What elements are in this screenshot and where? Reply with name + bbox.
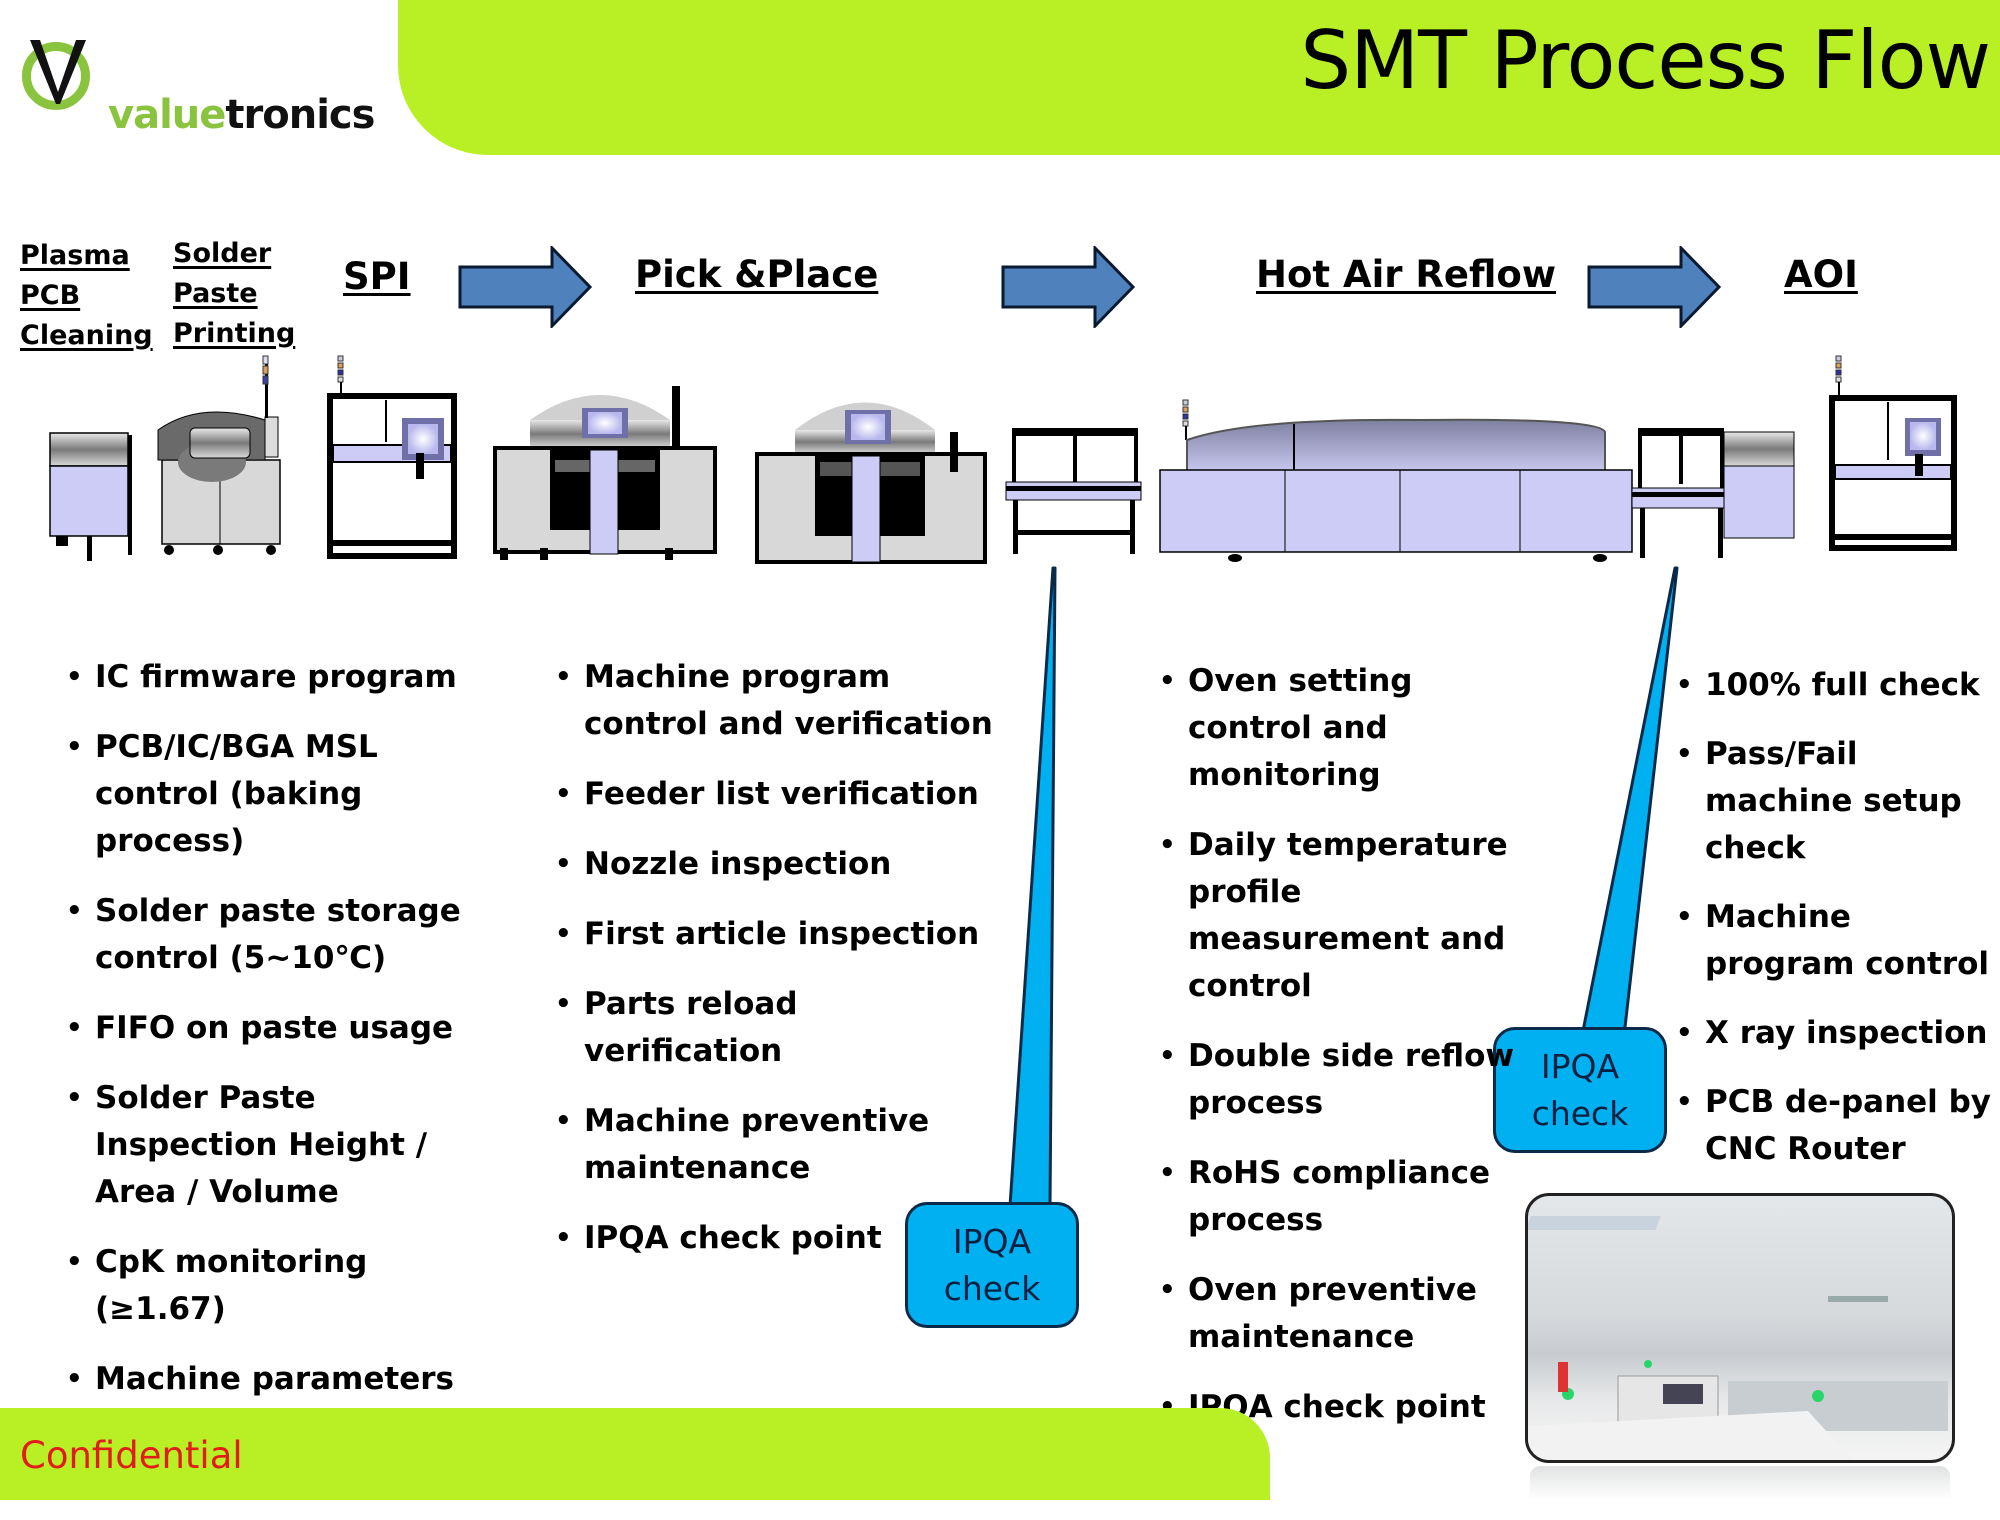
aoi-machine	[1829, 355, 1957, 551]
list-item: Machine preventive maintenance	[555, 1098, 995, 1192]
stage-line: Plasma	[20, 240, 130, 271]
logo-v-icon	[30, 40, 86, 104]
list-item: First article inspection	[555, 911, 995, 958]
list-item: Machine program control	[1676, 894, 1996, 988]
list-item: Daily temperature profile measurement an…	[1159, 822, 1539, 1010]
bullet-list-aoi: 100% full check Pass/Fail machine setup …	[1676, 662, 1996, 1195]
callout-line: check	[1531, 1094, 1629, 1133]
pick-and-place-machine-2	[755, 402, 987, 564]
pick-and-place-machine-1	[493, 386, 717, 560]
stage-line: Solder	[173, 238, 272, 269]
logo-text-value: value	[108, 92, 226, 138]
logo-text-tronics: tronics	[225, 92, 375, 138]
company-logo: valuetronics	[108, 92, 375, 138]
stage-line: Cleaning	[20, 320, 153, 351]
photo-reflection	[1530, 1466, 1950, 1500]
list-item: Solder Paste Inspection Height / Area / …	[66, 1075, 506, 1216]
factory-photo-icon	[1528, 1216, 1948, 1460]
header-band	[398, 0, 2000, 155]
list-item: Nozzle inspection	[555, 841, 995, 888]
confidential-label: Confidential	[20, 1434, 243, 1477]
solder-paste-printer-machine	[157, 355, 281, 555]
callout-pointer-2	[1580, 566, 1679, 1038]
spi-machine	[327, 355, 457, 559]
list-item: Pass/Fail machine setup check	[1676, 731, 1996, 872]
plasma-cleaner-machine	[49, 432, 132, 561]
right-arrow-icon	[1587, 246, 1722, 328]
right-arrow-icon	[458, 246, 593, 328]
stage-aoi: AOI	[1784, 253, 1858, 296]
bullet-list-pick-and-place: Machine program control and verification…	[555, 654, 995, 1285]
smt-line-illustration	[49, 355, 1957, 564]
stage-line: Paste	[173, 278, 258, 309]
list-item: IPQA check point	[555, 1215, 995, 1262]
footer-band	[0, 1408, 1270, 1500]
list-item: RoHS compliance process	[1159, 1150, 1539, 1244]
page-title: SMT Process Flow	[1300, 14, 1991, 107]
stage-solder-paste-printing: Solder Paste Printing	[173, 234, 295, 354]
stage-spi: SPI	[343, 255, 411, 298]
factory-floor-photo	[1525, 1193, 1955, 1463]
list-item: Feeder list verification	[555, 771, 995, 818]
callout-line: IPQA	[1540, 1047, 1620, 1086]
list-item: Solder paste storage control (5~10℃)	[66, 888, 506, 982]
logo-ring-icon	[22, 42, 90, 110]
list-item: Double side reflow process	[1159, 1033, 1539, 1127]
list-item: PCB/IC/BGA MSL control (baking process)	[66, 724, 506, 865]
list-item: X ray inspection	[1676, 1010, 1996, 1057]
callout-pointer-1	[1008, 566, 1057, 1208]
list-item: CpK monitoring (≥1.67)	[66, 1239, 506, 1333]
list-item: Machine program control and verification	[555, 654, 995, 748]
stage-hot-air-reflow: Hot Air Reflow	[1256, 253, 1557, 296]
list-item: IC firmware program	[66, 654, 506, 701]
bullet-list-reflow: Oven setting control and monitoring Dail…	[1159, 658, 1539, 1454]
list-item: Oven setting control and monitoring	[1159, 658, 1539, 799]
list-item: PCB de-panel by CNC Router	[1676, 1079, 1996, 1173]
stage-pick-and-place: Pick &Place	[635, 253, 879, 296]
conveyor-2	[1631, 428, 1795, 558]
stage-line: Printing	[173, 318, 296, 349]
list-item: FIFO on paste usage	[66, 1005, 506, 1052]
list-item: Parts reload verification	[555, 981, 995, 1075]
stage-line: PCB	[20, 280, 81, 311]
right-arrow-icon	[1001, 246, 1136, 328]
callout-line: check	[943, 1269, 1041, 1308]
conveyor-1	[1005, 428, 1142, 554]
list-item: Oven preventive maintenance	[1159, 1267, 1539, 1361]
reflow-oven-machine	[1159, 399, 1633, 562]
list-item: 100% full check	[1676, 662, 1996, 709]
bullet-list-pre-smt: IC firmware program PCB/IC/BGA MSL contr…	[66, 654, 506, 1520]
stage-plasma-pcb-cleaning: Plasma PCB Cleaning	[20, 236, 153, 356]
